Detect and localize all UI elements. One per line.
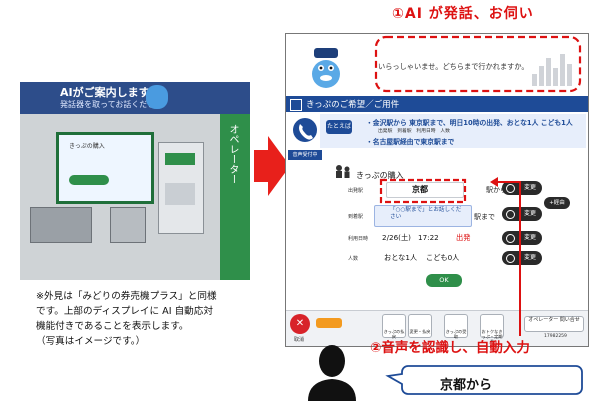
example-box xyxy=(320,114,586,148)
greeting-bubble xyxy=(368,48,580,86)
recognition-arrow xyxy=(494,181,521,336)
departure-label: 出発駅 xyxy=(348,188,364,194)
mascot-icon xyxy=(146,85,168,109)
passengers-label: 人数 xyxy=(348,256,359,262)
ai-guidance-sign: AIがご案内します 発話器を取ってお話ください xyxy=(20,82,250,114)
ok-button[interactable]: OK xyxy=(426,274,462,287)
sign-line2: 発話器を取ってお話ください xyxy=(60,100,164,109)
speech-bubble xyxy=(385,365,583,395)
refresh-icon xyxy=(506,234,515,243)
arrival-prompt: 「○○駅まで」とお話しください xyxy=(390,207,462,220)
arrival-label: 到着駅 xyxy=(348,214,364,220)
request-header-title: きっぷのご希望／ご用件 xyxy=(306,100,400,110)
ai-mascot-icon xyxy=(312,48,340,88)
arrow-head-icon xyxy=(490,177,498,187)
user-silhouette-icon xyxy=(308,345,356,401)
sign-line1: AIがご案内します xyxy=(60,86,150,99)
arrival-field[interactable] xyxy=(374,205,472,227)
ticket-machine-screen: いらっしゃいませ。どちらまで行かれますか。 きっぷのご希望／ご用件 音声受付中 … xyxy=(285,33,589,347)
change-refund-button[interactable]: 変更・払戻 xyxy=(408,314,432,338)
annotation-recognition: ②音声を認識し、自動入力 xyxy=(370,340,530,356)
date-value: 2/26(土) xyxy=(382,233,411,242)
ticket-machine-photo: AIがご案内します 発話器を取ってお話ください オペレーター きっぷの購入 xyxy=(20,82,250,280)
change-date-button[interactable]: 変更 xyxy=(502,231,542,245)
machine-screen: きっぷの購入 xyxy=(56,132,154,204)
ticket-slot xyxy=(30,207,92,243)
terminal-code: 17982259 xyxy=(544,334,567,339)
departure-value: 京都 xyxy=(412,185,428,194)
refresh-icon xyxy=(506,254,515,263)
audio-level-icon xyxy=(532,54,572,86)
children-value: こども0人 xyxy=(426,253,460,262)
arrow-right-icon xyxy=(254,136,290,196)
change-label: 変更 xyxy=(523,210,536,217)
coin-slot xyxy=(110,207,146,243)
refresh-icon xyxy=(506,210,515,219)
cancel-button[interactable]: ✕ xyxy=(290,314,310,334)
greeting-text: いらっしゃいませ。どちらまで行かれますか。 xyxy=(378,62,529,71)
bill-unit xyxy=(158,142,204,234)
operator-panel: オペレーター xyxy=(220,114,250,280)
caption-line2: です。上部のディスプレイに AI 自動応対 xyxy=(36,306,213,317)
voice-receiving-tag: 音声受付中 xyxy=(288,150,322,160)
change-label: 変更 xyxy=(523,184,536,191)
via-button[interactable]: +経由 xyxy=(544,197,570,209)
refresh-icon xyxy=(506,184,515,193)
cancel-label: 取消 xyxy=(294,337,305,343)
bill-slot xyxy=(165,183,195,205)
example-line1: ・金沢駅から 東京駅まで、明日10時の出発、おとな1人 こども1人 xyxy=(366,119,573,127)
bill-indicator xyxy=(165,153,195,165)
example-line2: ・名古屋駅経由で東京駅まで xyxy=(366,138,455,146)
adults-value: おとな1人 xyxy=(384,253,418,262)
return-button[interactable] xyxy=(316,318,342,328)
machine-screen-text: きっぷの購入 xyxy=(69,143,105,150)
operator-vertical-text: オペレーター xyxy=(227,124,238,184)
phone-voice-icon xyxy=(293,118,317,142)
photo-caption: ※外見は「みどりの券売機プラス」と同様 です。上部のディスプレイに AI 自動応… xyxy=(36,289,266,349)
change-passengers-button[interactable]: 変更 xyxy=(502,251,542,265)
caption-line4: （写真はイメージです。） xyxy=(36,336,146,347)
annotation-ai-speaks: ①AI が発話、お伺い xyxy=(392,6,534,22)
change-arrival-button[interactable]: 変更 xyxy=(502,207,542,221)
ticket-pickup-button[interactable]: きっぷの受取 xyxy=(444,314,468,339)
machine-screen-button xyxy=(69,175,109,185)
caption-line1: ※外見は「みどりの券売機プラス」と同様 xyxy=(36,291,217,302)
person-icon xyxy=(336,165,350,178)
departure-field[interactable] xyxy=(386,182,464,198)
caption-line3: 機能付きであることを表示します。 xyxy=(36,321,189,332)
change-departure-button[interactable]: 変更 xyxy=(502,181,542,195)
operator-contact-button[interactable]: オペレーター 問い合せ xyxy=(524,316,584,332)
greeting-highlight xyxy=(374,35,582,93)
discount-ticket-button[interactable]: おトクなきっぷ・定期券 xyxy=(480,314,504,344)
time-value: 17:22 xyxy=(418,233,439,242)
purchase-title: きっぷの購入 xyxy=(356,171,404,180)
change-label: 変更 xyxy=(523,234,536,241)
example-sublabels: 出発駅 到着駅 利用日時 人数 xyxy=(378,129,450,134)
date-label: 利用日時 xyxy=(348,236,369,242)
arrival-suffix: 駅まで xyxy=(474,213,495,221)
refund-button[interactable]: きっぷの払戻 xyxy=(382,314,406,339)
user-speech-text: 京都から xyxy=(440,378,493,393)
ticket-icon xyxy=(290,99,302,111)
departure-suffix: 駅から xyxy=(486,186,507,194)
departure-highlight xyxy=(379,178,467,204)
change-label: 変更 xyxy=(523,254,536,261)
request-header: きっぷのご希望／ご用件 xyxy=(286,96,588,112)
example-badge: たとえば xyxy=(326,120,352,134)
direction-value: 出発 xyxy=(456,233,471,242)
